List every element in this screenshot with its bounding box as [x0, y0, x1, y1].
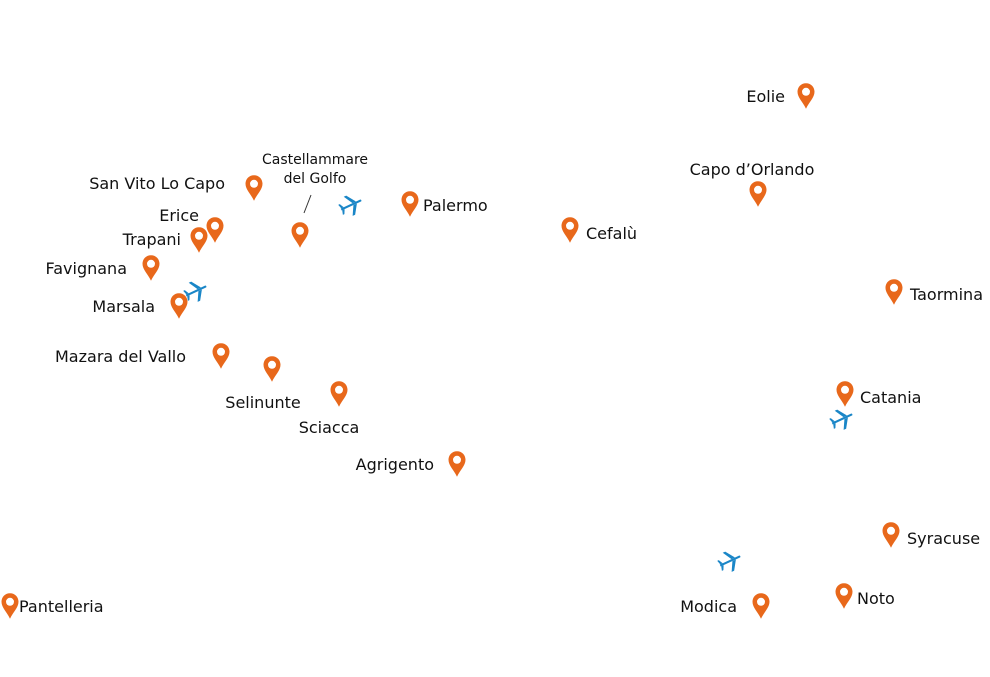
airplane-icon	[336, 190, 366, 220]
map-pin-icon	[291, 222, 309, 248]
label-leader-line	[303, 194, 312, 214]
place-label-syracuse: Syracuse	[907, 529, 980, 548]
place-label-san-vito-lo-capo: San Vito Lo Capo	[89, 174, 225, 193]
map-pin-icon	[448, 451, 466, 477]
map-pin-icon	[885, 279, 903, 305]
map-pin-icon	[206, 217, 224, 243]
map-pin-icon	[190, 227, 208, 253]
place-label-eolie: Eolie	[746, 87, 785, 106]
map-pin-icon	[1, 593, 19, 619]
place-label-modica: Modica	[680, 597, 737, 616]
place-label-castellammare-line1: Castellammare	[262, 152, 368, 168]
place-label-agrigento: Agrigento	[356, 455, 434, 474]
place-label-trapani: Trapani	[122, 230, 181, 249]
place-label-erice: Erice	[159, 206, 199, 225]
place-label-marsala: Marsala	[92, 297, 155, 316]
map-pin-icon	[142, 255, 160, 281]
map-pin-icon	[561, 217, 579, 243]
place-label-pantelleria: Pantelleria	[19, 597, 104, 616]
place-label-taormina: Taormina	[909, 285, 983, 304]
place-label-sciacca: Sciacca	[299, 418, 360, 437]
map-pin-icon	[882, 522, 900, 548]
map-pin-icon	[330, 381, 348, 407]
airplane-icon	[827, 404, 857, 434]
map-pin-icon	[263, 356, 281, 382]
place-label-mazara-del-vallo: Mazara del Vallo	[55, 347, 186, 366]
place-label-castellammare-line2: del Golfo	[284, 171, 347, 187]
map-pin-icon	[749, 181, 767, 207]
map-pin-icon	[170, 293, 188, 319]
map-pin-icon	[401, 191, 419, 217]
map-pin-icon	[212, 343, 230, 369]
map-pin-icon	[835, 583, 853, 609]
map-pin-icon	[752, 593, 770, 619]
map-pin-icon	[245, 175, 263, 201]
map-pin-icon	[797, 83, 815, 109]
place-label-capo-dorlando: Capo d’Orlando	[690, 160, 815, 179]
place-label-catania: Catania	[860, 388, 921, 407]
airplane-icon	[715, 546, 745, 576]
place-label-favignana: Favignana	[46, 259, 128, 278]
map-pin-icon	[836, 381, 854, 407]
place-label-noto: Noto	[857, 589, 895, 608]
place-label-selinunte: Selinunte	[225, 393, 300, 412]
place-label-palermo: Palermo	[423, 196, 488, 215]
place-label-cefalu: Cefalù	[586, 224, 637, 243]
